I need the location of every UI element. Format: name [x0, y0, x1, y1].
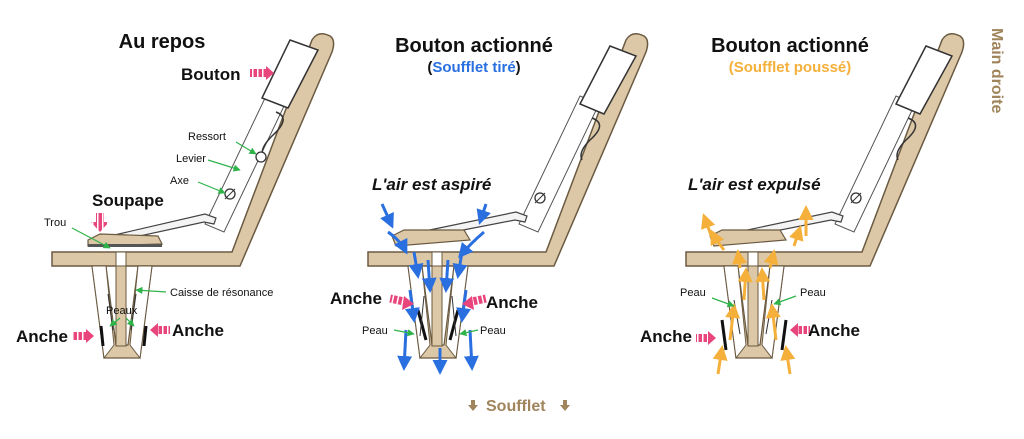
label-trou: Trou: [44, 217, 66, 229]
footer-label: Soufflet: [486, 398, 546, 415]
side-label-main-droite: Main droite: [988, 28, 1005, 113]
down-arrow-icon: [468, 400, 478, 411]
soupape-arrow-icon: [91, 213, 109, 232]
button-key: [894, 45, 954, 115]
button-key: [260, 39, 320, 109]
spring: [580, 117, 601, 161]
panel3-subtitle: (Soufflet poussé): [729, 59, 852, 76]
label-bouton: Bouton: [181, 65, 240, 84]
label-caisse: Caisse de résonance: [170, 287, 273, 299]
bouton-arrow-icon: [250, 69, 266, 77]
hole: [115, 251, 127, 267]
panel3-air-label: L'air est expulsé: [688, 175, 821, 194]
anche-left-arrow-icon: [696, 334, 708, 342]
hole: [747, 251, 759, 267]
panel2-label-peau-right: Peau: [480, 325, 506, 337]
keyboard-frame: [51, 33, 335, 267]
label-levier: Levier: [176, 153, 206, 165]
reed-right: [780, 319, 788, 351]
airflow-arrows-out: [701, 205, 814, 375]
panel2-air-label: L'air est aspiré: [372, 175, 491, 194]
panel2-subtitle: (Soufflet tiré): [427, 59, 520, 76]
reed-left: [720, 319, 728, 351]
panel3-label-peau-right: Peau: [800, 287, 826, 299]
panel-soufflet-pousse: Bouton actionné (Soufflet poussé) L'air …: [640, 33, 965, 375]
panel3-title: Bouton actionné: [711, 35, 869, 57]
panel2-label-anche-right: Anche: [486, 293, 538, 312]
spring: [896, 117, 917, 161]
anche-left-arrow-icon: [389, 294, 405, 306]
panel2-label-anche-left: Anche: [330, 289, 382, 308]
anche-right-arrow-icon: [158, 326, 170, 334]
panel2-title: Bouton actionné: [395, 35, 553, 57]
airflow-arrows-in: [380, 203, 491, 375]
panel3-label-anche-right: Anche: [808, 321, 860, 340]
keyboard-frame: [685, 33, 965, 267]
label-axe: Axe: [170, 175, 189, 187]
label-ressort: Ressort: [188, 131, 226, 143]
panel3-label-peau-left: Peau: [680, 287, 706, 299]
reed-right: [142, 325, 148, 347]
down-arrow-icon: [560, 400, 570, 411]
spring-pivot: [255, 151, 267, 163]
panel2-label-peau-left: Peau: [362, 325, 388, 337]
anche-right-arrow-icon: [798, 326, 810, 334]
valve-pad: [709, 229, 788, 247]
panel-soufflet-tire: Bouton actionné (Soufflet tiré) L'air es…: [330, 33, 649, 375]
panel-au-repos: Au repos Bouton Ressort Levier Axe Soupa…: [16, 31, 335, 360]
anche-right-arrow-icon: [471, 294, 487, 306]
footer-soufflet: Soufflet: [468, 398, 570, 415]
reed-left: [99, 325, 105, 347]
keyboard-frame: [367, 33, 649, 267]
hole: [431, 251, 443, 267]
button-key: [578, 45, 638, 115]
label-anche-left: Anche: [16, 327, 68, 346]
label-anche-right: Anche: [172, 321, 224, 340]
valve-pad: [391, 229, 472, 247]
panel2-subtitle-inner: Soufflet tiré: [432, 59, 515, 76]
label-soupape: Soupape: [92, 191, 164, 210]
panel1-title: Au repos: [119, 31, 206, 53]
anche-left-arrow-icon: [72, 332, 86, 340]
panel3-label-anche-left: Anche: [640, 327, 692, 346]
label-peaux: Peaux: [106, 305, 138, 317]
